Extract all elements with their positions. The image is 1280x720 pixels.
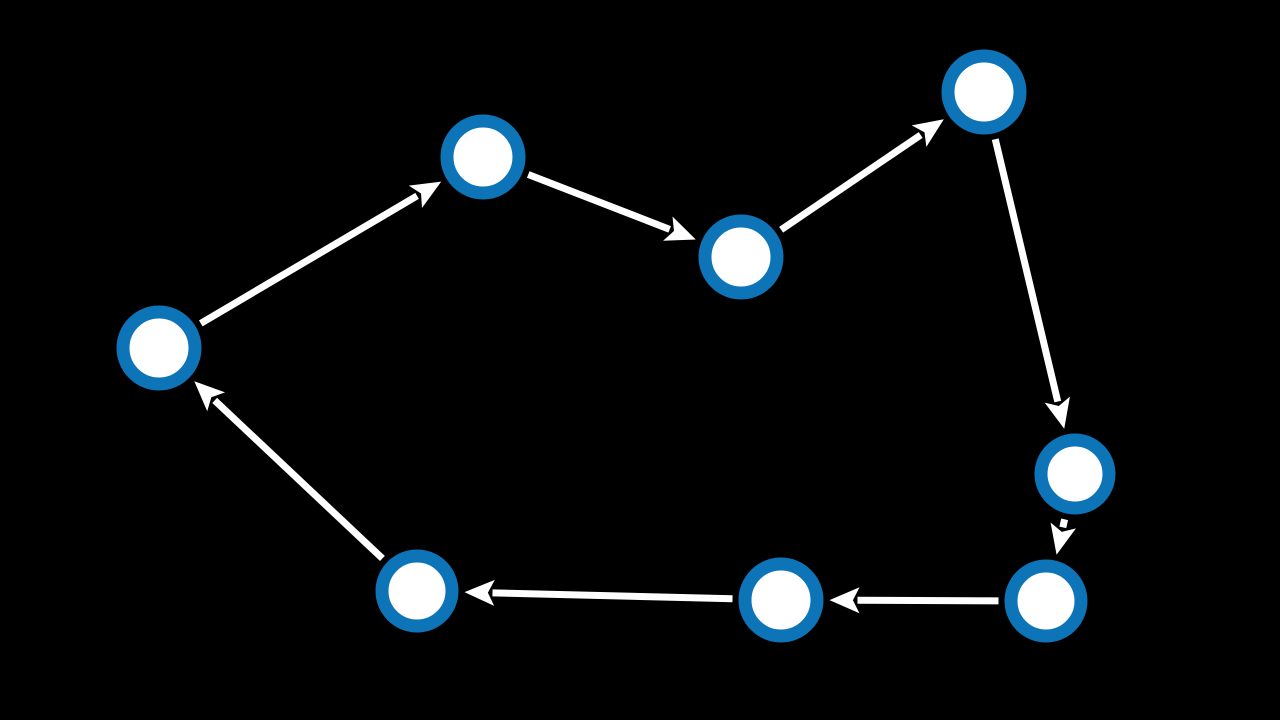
arrowhead-n7-n8 xyxy=(464,579,495,606)
edge-line-n6-n7 xyxy=(857,596,999,605)
arrowhead-n5-n6 xyxy=(1050,522,1076,555)
edge-line-n8-n1 xyxy=(212,397,385,561)
arrowhead-n8-n1 xyxy=(194,381,226,412)
arrowhead-n4-n5 xyxy=(1044,396,1070,429)
edge-line-n4-n5 xyxy=(991,138,1062,403)
edge-line-n2-n3 xyxy=(526,171,671,233)
edge-line-n7-n8 xyxy=(492,589,733,603)
graph-node-n2[interactable] xyxy=(440,114,526,200)
graph-node-n4[interactable] xyxy=(941,49,1027,135)
graph-node-n8[interactable] xyxy=(375,549,459,633)
arrowhead-n3-n4 xyxy=(911,119,944,147)
arrowhead-n1-n2 xyxy=(408,181,442,209)
edge-layer xyxy=(194,119,1076,614)
edge-line-n3-n4 xyxy=(779,132,923,233)
edge-line-n1-n2 xyxy=(199,192,419,327)
arrowhead-n6-n7 xyxy=(829,587,860,614)
node-layer xyxy=(116,49,1116,643)
edge-line-n5-n6 xyxy=(1059,518,1069,529)
graph-node-n1[interactable] xyxy=(116,305,202,391)
arrowhead-n2-n3 xyxy=(663,216,696,241)
graph-node-n5[interactable] xyxy=(1034,433,1116,515)
graph-node-n6[interactable] xyxy=(1004,559,1088,643)
graph-node-n3[interactable] xyxy=(698,214,784,300)
graph-node-n7[interactable] xyxy=(738,557,824,643)
